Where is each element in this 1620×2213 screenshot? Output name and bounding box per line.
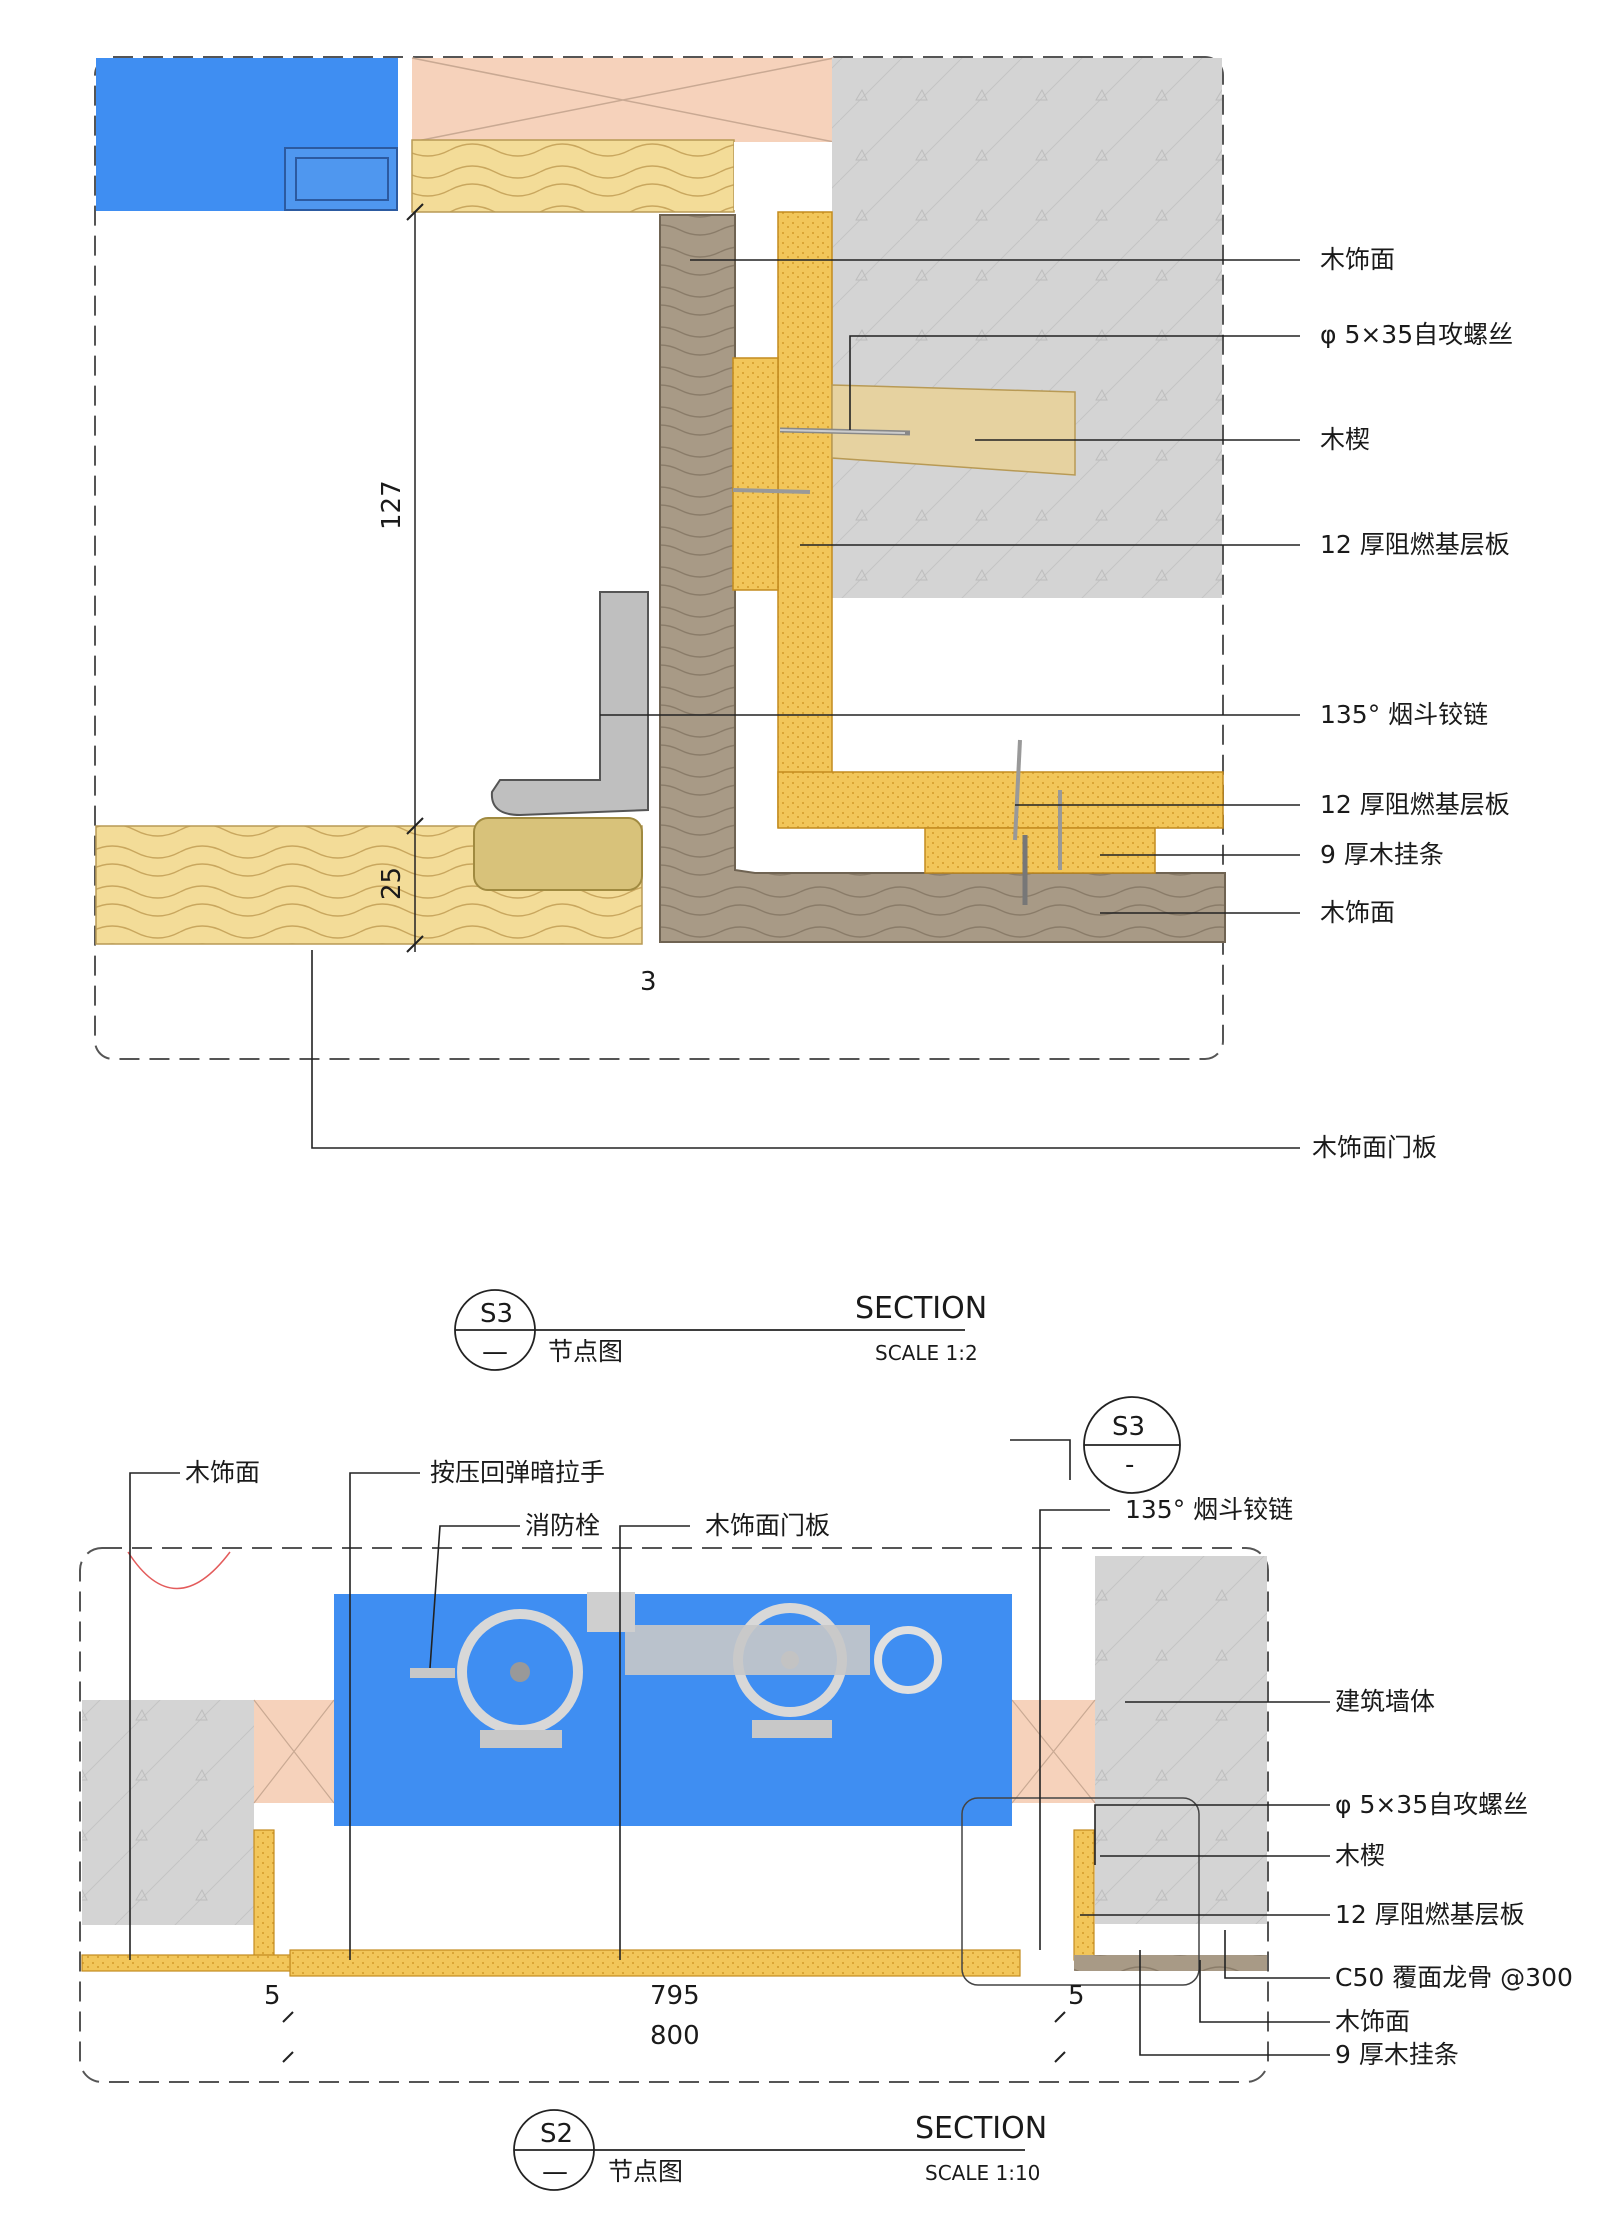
callout-type-s2: SECTION xyxy=(915,2111,1047,2146)
label-wood-veneer: 木饰面 xyxy=(1320,245,1395,274)
wood-batten xyxy=(924,827,1156,874)
callout-name-s3: 节点图 xyxy=(548,1337,623,1366)
screws xyxy=(732,427,1062,905)
ref-tag-label: S3 xyxy=(1112,1412,1145,1442)
veneer-right xyxy=(1074,1955,1267,1971)
callout-name-s2: 节点图 xyxy=(608,2157,683,2186)
frame-left xyxy=(253,1829,275,1961)
dim-ticks xyxy=(282,2011,1066,2063)
door-swing-arc xyxy=(127,1551,231,1590)
bottom-leaders xyxy=(129,1439,1330,2056)
callout-scale-s2: SCALE 1:10 xyxy=(925,2161,1040,2185)
label-b-door-panel: 木饰面门板 xyxy=(705,1511,830,1540)
callout-sub-s3: — xyxy=(482,1337,508,1367)
top-frame xyxy=(94,56,1224,1060)
callout-scale-s3: SCALE 1:2 xyxy=(875,1341,978,1365)
label-push-handle: 按压回弹暗拉手 xyxy=(430,1458,605,1487)
label-wood-wedge: 木楔 xyxy=(1320,425,1370,454)
label-b-wedge: 木楔 xyxy=(1335,1841,1385,1870)
dim-left-5: 5 xyxy=(264,1981,281,2011)
label-b-hinge: 135° 烟斗铰链 xyxy=(1125,1495,1293,1524)
label-hydrant: 消防栓 xyxy=(525,1511,600,1540)
label-batten: 9 厚木挂条 xyxy=(1320,840,1444,869)
label-screw: φ 5×35自攻螺丝 xyxy=(1320,320,1513,349)
top-detail: 127 25 3 木饰面 φ 5×35自攻螺丝 木楔 12 厚阻燃基层板 135… xyxy=(94,56,1513,1371)
detail-ref-box xyxy=(961,1797,1200,1986)
label-fr-board-2: 12 厚阻燃基层板 xyxy=(1320,790,1510,819)
callout-tag-s2: S2 xyxy=(540,2119,573,2149)
dim-127: 127 xyxy=(377,480,407,530)
label-b-wood-veneer: 木饰面 xyxy=(185,1458,260,1487)
wall-right xyxy=(1095,1556,1267,1924)
label-b-wood-veneer-2: 木饰面 xyxy=(1335,2007,1410,2036)
dim-3: 3 xyxy=(640,967,657,997)
gap xyxy=(734,142,832,210)
frame-right xyxy=(1073,1829,1095,1961)
label-b-fr-board: 12 厚阻燃基层板 xyxy=(1335,1900,1525,1929)
callout-tag-s3: S3 xyxy=(480,1299,513,1329)
wood-frame-top xyxy=(411,139,735,213)
bottom-detail: 5 795 5 800 木饰面 按压回弹暗拉手 消防栓 xyxy=(79,1396,1573,2191)
label-b-batten: 9 厚木挂条 xyxy=(1335,2040,1459,2069)
section-callout-s3: S3 — SECTION 节点图 SCALE 1:2 xyxy=(454,1289,987,1371)
hydrant-box-inner xyxy=(295,157,389,201)
dim-25: 25 xyxy=(377,867,407,900)
hinge-part xyxy=(473,591,649,891)
label-b-screw: φ 5×35自攻螺丝 xyxy=(1335,1790,1528,1819)
door-panel-bottom xyxy=(289,1949,1021,1977)
veneer-left xyxy=(81,1954,291,1972)
section-callout-s2: S2 — SECTION 节点图 SCALE 1:10 xyxy=(513,2109,1047,2191)
wall-left xyxy=(82,1700,254,1925)
label-wood-veneer-2: 木饰面 xyxy=(1320,898,1395,927)
dim-800: 800 xyxy=(650,2021,700,2051)
dim-right-5: 5 xyxy=(1068,1981,1085,2011)
concrete-wall xyxy=(832,58,1222,598)
fr-board-horizontal xyxy=(777,771,1224,829)
label-fr-board-1: 12 厚阻燃基层板 xyxy=(1320,530,1510,559)
bottom-frame xyxy=(79,1547,1269,2083)
top-leaders xyxy=(311,259,1300,1149)
callout-sub-s2: — xyxy=(542,2157,568,2187)
ref-tag-s3: S3 - xyxy=(1083,1396,1181,1494)
label-door-panel: 木饰面门板 xyxy=(1312,1133,1437,1162)
fr-board-vertical xyxy=(777,211,833,828)
label-b-wall: 建筑墙体 xyxy=(1335,1687,1435,1716)
dimension-vertical xyxy=(406,203,424,953)
dim-795: 795 xyxy=(650,1981,700,2011)
label-hinge: 135° 烟斗铰链 xyxy=(1320,700,1488,729)
salmon-cross xyxy=(411,57,835,143)
ref-tag-sub: - xyxy=(1125,1450,1134,1480)
small-batten xyxy=(732,357,779,591)
hydrant-reels xyxy=(410,1592,942,1748)
label-b-keel: C50 覆面龙骨 @300 xyxy=(1335,1963,1573,1992)
callout-type-s3: SECTION xyxy=(855,1291,987,1326)
